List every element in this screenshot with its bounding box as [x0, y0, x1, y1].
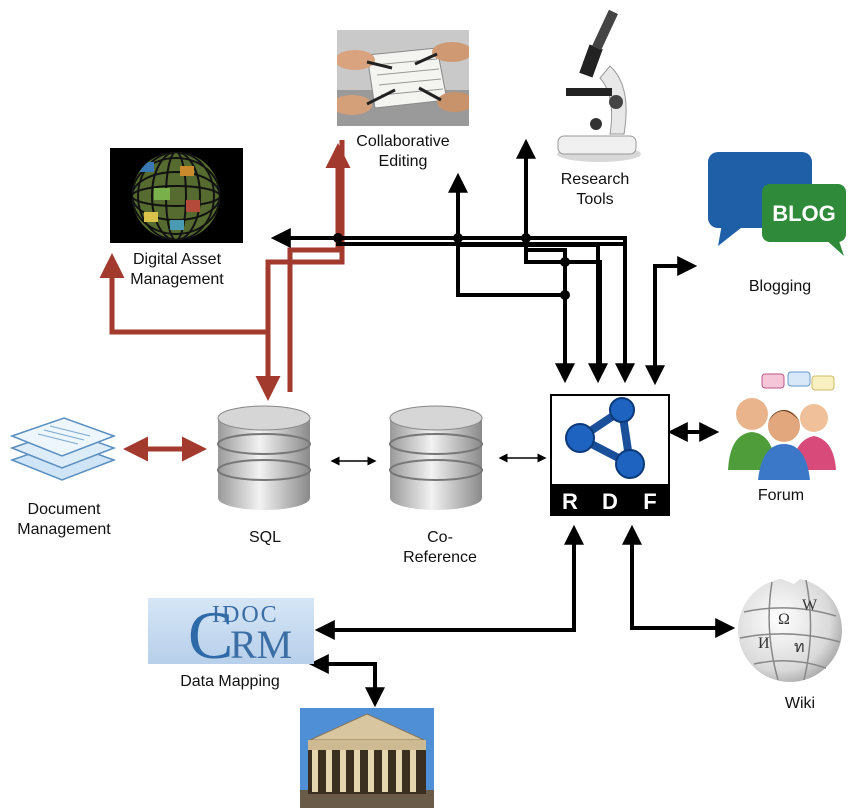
crm-big-c: C	[188, 598, 233, 664]
red-arrow-collab-down-sql	[255, 140, 345, 401]
document-management-label: Document Management	[17, 501, 111, 538]
collaborative-editing-image	[332, 30, 473, 126]
rdf-logo: R D F	[550, 394, 670, 516]
microscope-icon	[554, 6, 644, 164]
sql-database-icon	[214, 404, 314, 512]
collaborative-editing-label: Collaborative Editing	[356, 133, 450, 170]
crm-rm-text: RM	[230, 622, 292, 664]
digital-asset-globe-image	[110, 148, 243, 243]
research-tools-label: Research Tools	[560, 171, 630, 208]
forum-label: Forum	[757, 487, 805, 504]
document-stack-icon	[8, 408, 118, 488]
blogging-label: Blogging	[748, 278, 812, 295]
cidoc-crm-logo: C IDOC RM	[148, 597, 314, 673]
co-reference-database-icon	[386, 404, 486, 512]
forum-people-icon	[722, 370, 840, 480]
blog-badge-text: BLOG	[772, 201, 836, 226]
arrow-blog-rdf	[653, 256, 698, 378]
svg-text:W: W	[802, 597, 818, 614]
digital-asset-management-label: Digital Asset Management	[130, 251, 224, 288]
co-reference-label: Co- Reference	[403, 529, 477, 566]
arrow-down-rdf-1	[524, 238, 575, 384]
blog-icon: BLOG	[706, 150, 848, 260]
arrow-to-dam	[270, 228, 627, 372]
crm-idoc-text: IDOC	[212, 602, 279, 628]
wiki-label: Wiki	[784, 695, 816, 712]
arrow-crm-museum	[316, 662, 385, 708]
red-arrow-sql-up-collab	[287, 143, 351, 392]
sql-label: SQL	[248, 529, 281, 546]
rdf-letter-d: D	[602, 489, 618, 514]
museum-building-image	[300, 708, 434, 808]
rdf-letter-r: R	[562, 489, 578, 514]
svg-text:ท: ท	[794, 639, 805, 656]
rdf-letter-f: F	[643, 489, 656, 514]
arrow-down-rdf-3	[336, 238, 635, 384]
data-mapping-label: Data Mapping	[180, 673, 280, 690]
svg-text:И: И	[758, 635, 770, 652]
arrow-rdf-to-wiki	[630, 532, 736, 638]
svg-text:Ω: Ω	[778, 611, 790, 628]
